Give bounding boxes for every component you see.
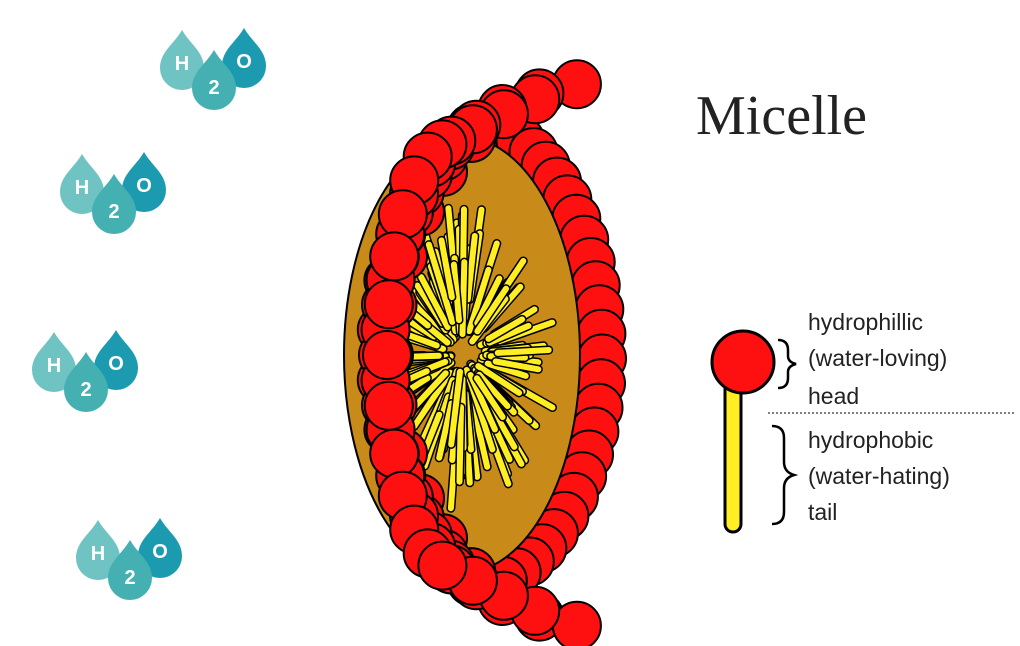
legend-head	[712, 331, 774, 393]
head-sphere	[365, 280, 413, 328]
oxygen-label: O	[152, 541, 168, 563]
tail-label-line-3: tail	[808, 499, 837, 525]
subscript-label: 2	[208, 77, 219, 99]
tail-line	[460, 407, 462, 482]
water-molecule-4: H 2 O	[76, 518, 182, 600]
water-molecule-3: H 2 O	[32, 330, 138, 412]
subscript-label: 2	[80, 379, 91, 401]
head-label-line-2: (water-loving)	[808, 345, 947, 371]
head-sphere	[363, 331, 411, 379]
diagram-title: Micelle	[696, 85, 867, 147]
tail-line	[463, 262, 465, 334]
tail-label-line-2: (water-hating)	[808, 463, 950, 489]
head-sphere	[370, 430, 418, 478]
tail-brace	[772, 426, 794, 524]
oxygen-label: O	[136, 175, 152, 197]
hydrogen-label: H	[47, 355, 61, 377]
water-molecule-1: H 2 O	[160, 28, 266, 110]
water-molecule-2: H 2 O	[60, 152, 166, 234]
tail-label-line-1: hydrophobic	[808, 427, 933, 453]
oxygen-label: O	[236, 51, 252, 73]
head-sphere	[370, 232, 418, 280]
micelle-sphere	[344, 60, 626, 646]
legend: hydrophillic (water-loving) head hydroph…	[712, 309, 1014, 532]
hydrogen-label: H	[75, 177, 89, 199]
head-sphere	[553, 602, 601, 646]
subscript-label: 2	[108, 201, 119, 223]
head-sphere	[379, 190, 427, 238]
head-brace	[778, 340, 796, 388]
tail-line	[498, 350, 549, 353]
hydrogen-label: H	[175, 53, 189, 75]
subscript-label: 2	[124, 567, 135, 589]
hydrogen-label: H	[91, 543, 105, 565]
head-sphere	[418, 542, 466, 590]
water-molecules: H 2 O H 2 O H 2 O H 2 O	[32, 28, 266, 600]
legend-tail	[725, 376, 741, 532]
head-label-line-3: head	[808, 383, 859, 409]
oxygen-label: O	[108, 353, 124, 375]
head-label-line-1: hydrophillic	[808, 309, 923, 335]
head-sphere	[365, 382, 413, 430]
